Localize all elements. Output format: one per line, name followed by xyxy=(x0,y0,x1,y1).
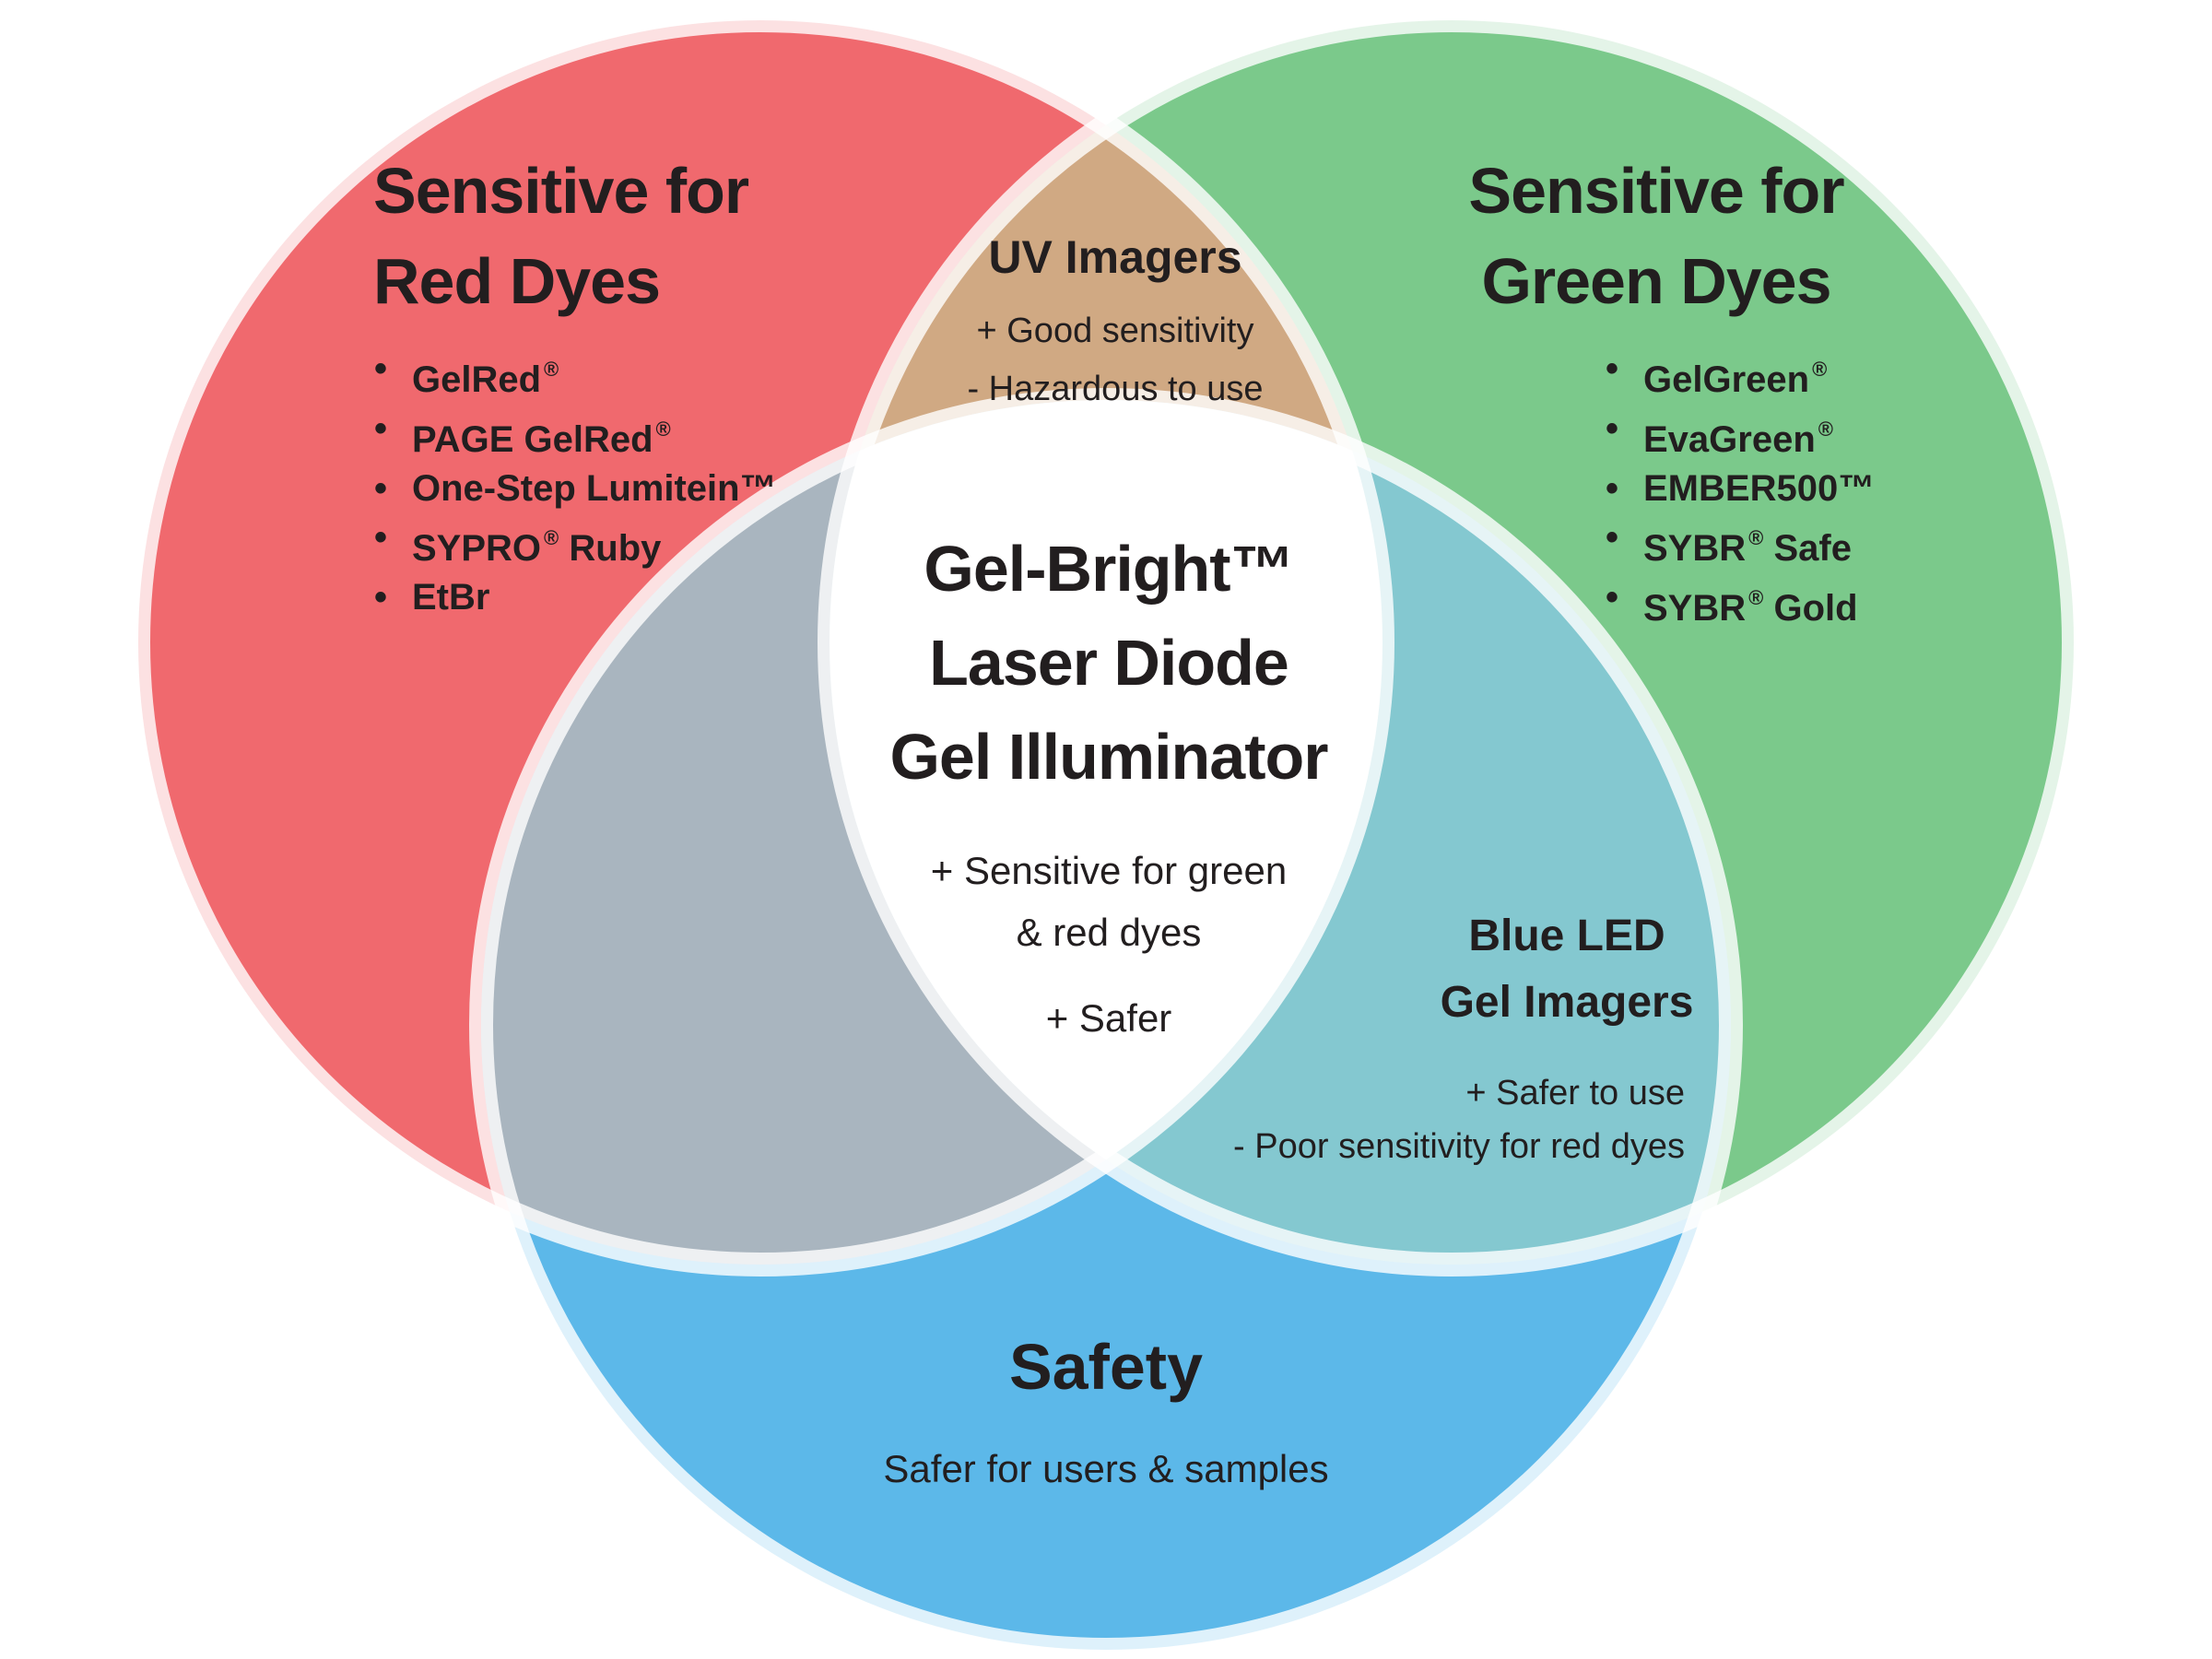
green-heading-line-2: Green Dyes xyxy=(1481,245,1831,317)
center-benefit-1: + Sensitive for green & red dyes xyxy=(786,840,1431,963)
product-name-line-3: Gel Illuminator xyxy=(889,721,1328,793)
green-circle-heading: Sensitive for Green Dyes xyxy=(1334,146,1979,326)
list-item-label: PAGE GelRed® xyxy=(412,417,671,460)
list-item: • SYPRO® Ruby xyxy=(374,513,777,573)
list-item-label: EtBr xyxy=(412,576,490,618)
product-name-line-2: Laser Diode xyxy=(929,627,1289,699)
list-item: • SYBR® Safe xyxy=(1606,513,1875,573)
center-benefit-1-line-1: + Sensitive for green xyxy=(930,849,1288,892)
list-item-label: GelRed® xyxy=(412,358,559,400)
safety-region-text: Safety Safer for users & samples xyxy=(783,1325,1429,1497)
blue-led-heading-line-2: Gel Imagers xyxy=(1440,978,1694,1027)
product-name: Gel-Bright™ Laser Diode Gel Illuminator xyxy=(786,522,1431,804)
list-item-label: - Poor sensitivity for red dyes xyxy=(1233,1127,1685,1166)
red-circle-outline xyxy=(126,8,1394,1277)
uv-imagers-heading: UV Imagers xyxy=(988,231,1242,283)
list-item-label: EvaGreen® xyxy=(1643,417,1833,460)
center-region-text: Gel-Bright™ Laser Diode Gel Illuminator … xyxy=(786,522,1431,1049)
center-benefit-1-line-2: & red dyes xyxy=(1016,911,1202,954)
list-item: • One-Step Lumitein™ xyxy=(374,465,777,513)
list-item: • EvaGreen® xyxy=(1606,405,1875,465)
list-item-label: + Safer to use xyxy=(1465,1074,1685,1112)
blue-led-heading: Blue LED Gel Imagers xyxy=(1290,903,1843,1036)
safety-subtitle: Safer for users & samples xyxy=(883,1447,1329,1490)
list-item-label: SYPRO® Ruby xyxy=(412,525,662,569)
list-item: • PAGE GelRed® xyxy=(374,405,777,465)
red-dye-list: • GelRed® • PAGE GelRed® • One-Step Lumitein™… xyxy=(374,345,777,622)
list-item: + Safer to use xyxy=(1040,1066,1685,1120)
blue-led-points: + Safer to use - Poor sensitivity for red… xyxy=(1040,1066,1685,1173)
list-item: • SYBR® Gold xyxy=(1606,573,1875,633)
green-circle-outline xyxy=(818,8,2086,1277)
uv-imagers-region-text: UV Imagers + Good sensitivity - Hazardous… xyxy=(839,230,1392,418)
bullet-icon: • xyxy=(1606,467,1619,509)
blue-circle-outline xyxy=(469,388,1743,1659)
safety-heading: Safety xyxy=(1008,1331,1204,1403)
triple-overlap-shape xyxy=(830,400,1382,1265)
list-item-label: SYBR® Safe xyxy=(1643,525,1852,569)
center-benefit-2: + Safer xyxy=(1045,996,1172,1040)
bullet-icon: • xyxy=(374,348,388,389)
blue-led-heading-line-1: Blue LED xyxy=(1468,912,1665,960)
red-heading-line-1: Sensitive for xyxy=(373,155,749,227)
list-item: • EMBER500™ xyxy=(1606,465,1875,513)
red-circle-heading: Sensitive for Red Dyes xyxy=(373,146,749,326)
list-item-label: - Hazardous to use xyxy=(967,370,1264,408)
list-item: - Poor sensitivity for red dyes xyxy=(1040,1120,1685,1173)
bullet-icon: • xyxy=(374,467,388,509)
product-name-line-1: Gel-Bright™ xyxy=(924,533,1294,605)
red-heading-line-2: Red Dyes xyxy=(373,245,661,317)
green-heading-line-1: Sensitive for xyxy=(1468,155,1844,227)
list-item: • EtBr xyxy=(374,573,777,622)
list-item: • GelGreen® xyxy=(1606,345,1875,405)
list-item-label: One-Step Lumitein™ xyxy=(412,467,777,509)
bullet-icon: • xyxy=(1606,576,1619,618)
bullet-icon: • xyxy=(1606,516,1619,558)
bullet-icon: • xyxy=(1606,348,1619,389)
bullet-icon: • xyxy=(374,576,388,618)
bullet-icon: • xyxy=(374,407,388,449)
uv-imagers-points: + Good sensitivity - Hazardous to use xyxy=(839,302,1392,418)
list-item-label: + Good sensitivity xyxy=(976,312,1254,350)
list-item: + Good sensitivity xyxy=(839,302,1392,360)
green-dye-list: • GelGreen® • EvaGreen® • EMBER500™ • SYBR® Saf… xyxy=(1606,345,1875,633)
bullet-icon: • xyxy=(1606,407,1619,449)
bullet-icon: • xyxy=(374,516,388,558)
list-item-label: EMBER500™ xyxy=(1643,467,1876,509)
list-item: • GelRed® xyxy=(374,345,777,405)
list-item-label: SYBR® Gold xyxy=(1643,585,1858,629)
list-item: - Hazardous to use xyxy=(839,360,1392,418)
list-item-label: GelGreen® xyxy=(1643,358,1828,400)
